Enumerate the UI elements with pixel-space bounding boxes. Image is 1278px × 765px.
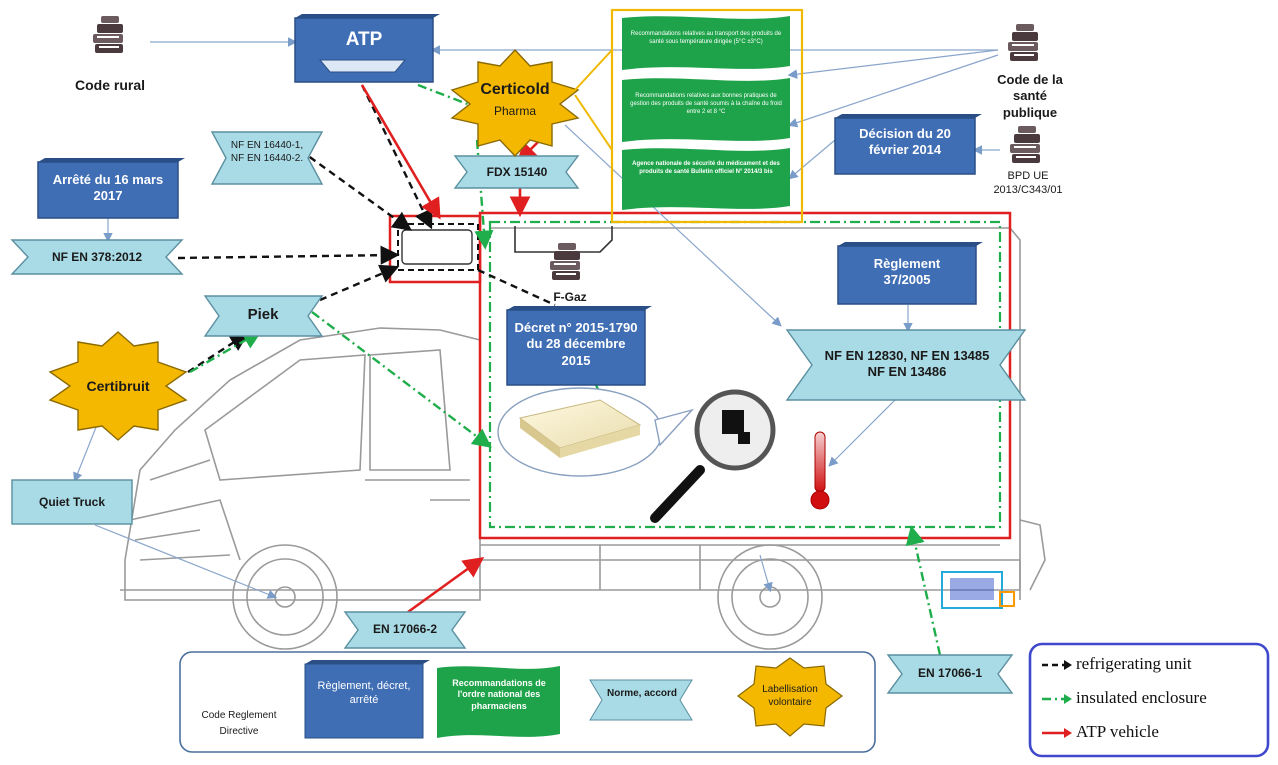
ribbon-en1 (886, 654, 1014, 694)
book-icon-code-sante (1008, 24, 1038, 61)
certicold-title: Certicold (480, 81, 550, 98)
recommendations-frame (610, 8, 804, 224)
book-icon-code-rural (93, 16, 123, 53)
legend-swatch-arrowhead (1064, 728, 1072, 738)
key-scroll (304, 660, 430, 739)
nf16440-label: NF EN 16440-1, NF EN 16440-2. (230, 140, 304, 164)
atp-vehicle-outline (478, 211, 1012, 540)
book-icon-f-gaz (550, 243, 580, 280)
book-icon-bpd-ue (1010, 126, 1040, 163)
atp-label: ATP (345, 29, 383, 50)
reco-text-3: Agence nationale de sécurité du médicame… (632, 161, 780, 176)
reco-text-1: Recommandations relatives au transport d… (630, 31, 782, 46)
legend-item-insulated-enclosure: insulated enclosure (1076, 688, 1207, 707)
key-label-label: Labellisation volontaire (762, 684, 818, 708)
ribbon-en2 (343, 611, 467, 649)
reco-card-1 (622, 16, 790, 70)
en17066-2-label: EN 17066-2 (372, 622, 438, 636)
f-gaz-label: F-Gaz (553, 290, 587, 304)
badge-certicold (450, 48, 580, 158)
decision-label: Décision du 20 février 2014 (859, 126, 951, 158)
legend-swatch-arrowhead (1064, 694, 1072, 704)
nf378-label: NF EN 378:2012 (51, 250, 143, 264)
scroll-atp (294, 14, 440, 83)
refrigerating-unit-outline (388, 214, 482, 284)
scroll-arrete (37, 158, 185, 219)
quiet-truck-label: Quiet Truck (38, 495, 106, 509)
ribbon-nf12830 (785, 329, 1027, 401)
decret-label: Décret n° 2015-1790 du 28 décembre 2015 (514, 320, 638, 368)
refrigerating-unit-box (397, 223, 479, 271)
certibruit-label: Certibruit (86, 378, 150, 394)
key-reco (437, 666, 560, 738)
legend-item-atp-vehicle: ATP vehicle (1076, 722, 1159, 741)
legend-swatch-arrowhead (1064, 660, 1072, 670)
ribbon-piek (203, 295, 324, 337)
fdx-label: FDX 15140 (486, 165, 548, 179)
ribbon-quiet (11, 479, 133, 525)
key-star (737, 657, 843, 737)
legend-swatches (1042, 660, 1072, 738)
ribbon-nf16440 (210, 131, 324, 185)
reco-card-2 (622, 78, 790, 142)
nf12830-label: NF EN 12830, NF EN 13485 NF EN 13486 (824, 348, 990, 380)
reco-card-3 (622, 148, 790, 210)
en17066-1-label: EN 17066-1 (917, 666, 983, 680)
magnifier-icon (650, 389, 776, 523)
ribbon-fdx (453, 155, 580, 189)
certicold-subtitle: Pharma (493, 104, 537, 118)
legend-item-refrigerating-unit: refrigerating unit (1076, 654, 1192, 673)
key-reco-label: Recommandations de l'ordre national des … (452, 678, 546, 711)
key-reglement-label: Règlement, décret, arrêté (317, 680, 411, 706)
scroll-decret (506, 306, 652, 386)
piek-label: Piek (247, 306, 279, 323)
connector-arrows (73, 37, 1000, 656)
legend-box (1028, 642, 1270, 758)
key-code-label: Code Reglement Directive (201, 710, 277, 737)
code-sante-label: Code de la santé publique (997, 72, 1063, 120)
reco-text-2: Recommandations relatives aux bonnes pra… (630, 93, 782, 116)
key-ribbon (589, 679, 693, 721)
truck-drawing (120, 227, 1046, 650)
thermometer-icon (810, 431, 830, 510)
scroll-decision (834, 114, 982, 175)
insulation-panel-bubble (497, 387, 695, 477)
arrete-label: Arrêté du 16 mars 2017 (52, 172, 164, 204)
code-rural-label: Code rural (74, 77, 145, 93)
reglement-label: Règlement 37/2005 (873, 256, 941, 288)
bpd-ue-label: BPD UE 2013/C343/01 (993, 170, 1063, 196)
key-norme-label: Norme, accord (606, 688, 678, 699)
scroll-reglement (837, 242, 983, 305)
ribbon-nf378 (10, 239, 184, 275)
badge-certibruit (48, 331, 188, 441)
